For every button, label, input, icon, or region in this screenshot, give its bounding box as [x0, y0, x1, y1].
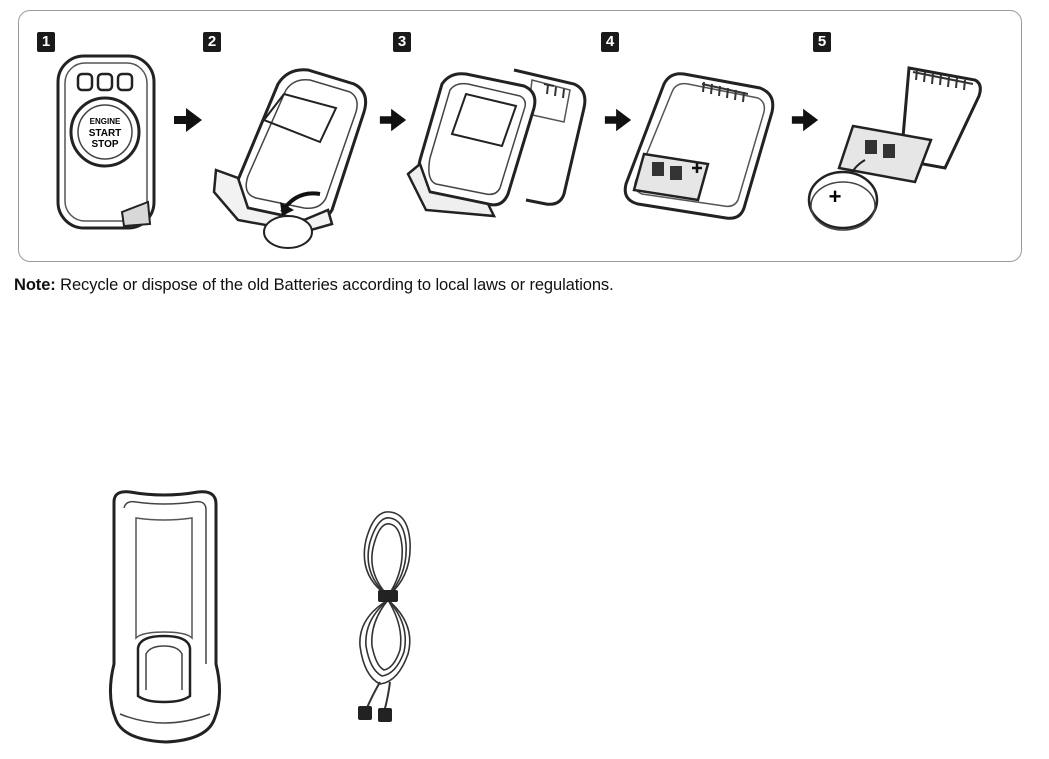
start-label: START [89, 128, 122, 139]
stop-label: STOP [91, 139, 118, 150]
battery-plus-symbol: + [829, 184, 842, 209]
note-label: Note: [14, 276, 56, 294]
step-3-separating-case-illustration [404, 64, 594, 224]
step-1-key-fob-illustration: ENGINE START STOP [52, 52, 164, 236]
step-1-badge: 1 [37, 32, 55, 52]
engine-label: ENGINE [90, 117, 121, 126]
step-2-open-fob-illustration [208, 60, 380, 252]
step-4-badge: 4 [601, 32, 619, 52]
arrow-right-icon [172, 106, 204, 134]
step-5-badge: 5 [813, 32, 831, 52]
step-2-badge: 2 [203, 32, 221, 52]
step-5-insert-battery-illustration: + [805, 64, 985, 240]
note-text: Recycle or dispose of the old Batteries … [56, 276, 614, 294]
coiled-cable-illustration [350, 506, 426, 728]
recycling-note: Note: Recycle or dispose of the old Batt… [14, 276, 614, 295]
step-4-battery-compartment-illustration [618, 68, 780, 228]
fob-holder-illustration [106, 488, 224, 744]
step-3-badge: 3 [393, 32, 411, 52]
